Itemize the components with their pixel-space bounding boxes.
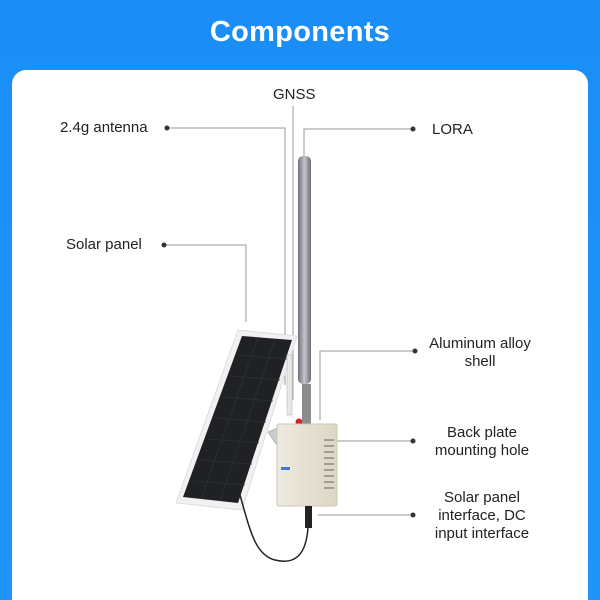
dot-lora xyxy=(410,126,416,132)
label-antenna24: 2.4g antenna xyxy=(60,119,148,136)
label-line: interface, DC xyxy=(438,507,526,524)
label-solar-panel: Solar panel xyxy=(66,236,142,253)
device-shell xyxy=(276,423,338,507)
dot-backplate xyxy=(410,438,416,444)
dot-antenna24 xyxy=(164,125,170,131)
label-line: mounting hole xyxy=(434,442,530,459)
label-line: Solar panel xyxy=(444,489,520,506)
lora-antenna xyxy=(298,156,311,384)
leader-lines xyxy=(164,106,415,516)
label-line: Aluminum alloy xyxy=(429,335,531,352)
label-line: Back plate xyxy=(446,424,518,441)
page-title: Components xyxy=(209,16,391,48)
label-line: shell xyxy=(464,353,496,370)
label-back-plate: Back plate mounting hole xyxy=(422,424,542,460)
label-solar-interface: Solar panel interface, DC input interfac… xyxy=(422,489,542,543)
dot-interface xyxy=(410,512,416,518)
dc-connector xyxy=(305,506,312,528)
antenna-24g xyxy=(286,354,293,416)
cable xyxy=(239,494,309,562)
label-aluminum-shell: Aluminum alloy shell xyxy=(420,335,540,371)
dot-shell xyxy=(412,348,418,354)
dot-solar xyxy=(161,242,167,248)
solar-panel xyxy=(175,329,298,511)
label-lora: LORA xyxy=(432,121,473,138)
label-line: input interface xyxy=(434,525,530,542)
label-gnss: GNSS xyxy=(273,86,316,103)
